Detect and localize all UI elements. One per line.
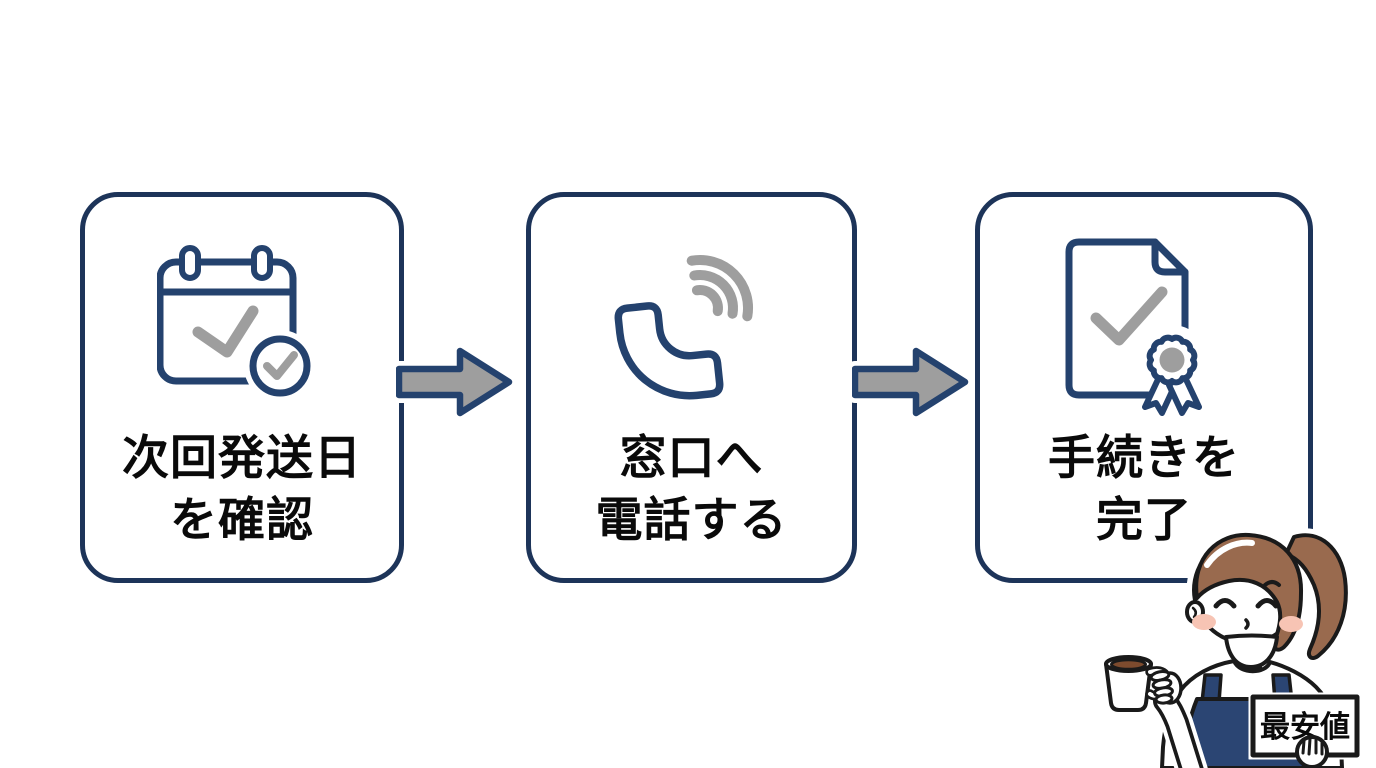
award-center	[1159, 347, 1185, 373]
step-3-label-line2: 完了	[1096, 493, 1192, 547]
step-3-label: 手続きを 完了	[1048, 427, 1240, 551]
cheek-right	[1279, 616, 1303, 632]
price-sign: 最安値	[1248, 692, 1362, 768]
cup-body	[1104, 662, 1153, 712]
ponytail	[1284, 533, 1348, 660]
eyebrow	[1263, 580, 1281, 587]
step-1-label: 次回発送日 を確認	[122, 427, 362, 551]
step-card-3: 手続きを 完了	[975, 192, 1313, 583]
step-3-label-line1: 手続きを	[1048, 431, 1240, 484]
coffee	[1110, 658, 1147, 671]
phone-receiver	[614, 302, 723, 400]
phone-call-icon	[614, 255, 753, 400]
step-2-label-line2: 電話する	[595, 493, 788, 547]
document-award-icon	[1065, 238, 1207, 416]
step-2-icon-wrap	[607, 235, 777, 417]
cheek-left	[1192, 614, 1216, 630]
hand-fingers	[1149, 669, 1174, 705]
ear-inner-line	[1191, 606, 1197, 619]
circle-checkmark	[263, 350, 298, 380]
calendar-ring-right	[251, 244, 273, 281]
step-2-label: 窓口へ 電話する	[596, 427, 788, 551]
step-1-label-line2: を確認	[170, 493, 314, 547]
woman-with-coffee-illustration: 最安値	[1100, 527, 1362, 768]
step-2-label-line1: 窓口へ	[619, 431, 764, 484]
step-3-icon-wrap	[1059, 235, 1229, 417]
step-1-label-line1: 次回発送日	[122, 431, 362, 484]
calendar-body	[157, 258, 297, 384]
step-card-1: 次回発送日 を確認	[80, 192, 404, 583]
step-1-icon-wrap	[157, 235, 327, 417]
hair	[1194, 532, 1304, 652]
step-card-2: 窓口へ 電話する	[526, 192, 857, 583]
hair-highlight	[1204, 539, 1255, 568]
calendar-checkmark	[192, 305, 259, 357]
document-checkmark	[1090, 286, 1168, 346]
flow-arrow-icon-2	[852, 347, 970, 417]
document-fold	[1151, 238, 1189, 276]
fist-finger-lines	[1301, 737, 1324, 756]
flow-arrow-icon-1	[396, 347, 514, 417]
eye-left	[1213, 598, 1237, 609]
calendar-check-icon	[157, 244, 316, 402]
phone-signal-waves	[686, 255, 753, 322]
eye-right	[1255, 598, 1279, 609]
calendar-ring-left	[179, 244, 201, 281]
nose	[1244, 618, 1250, 630]
